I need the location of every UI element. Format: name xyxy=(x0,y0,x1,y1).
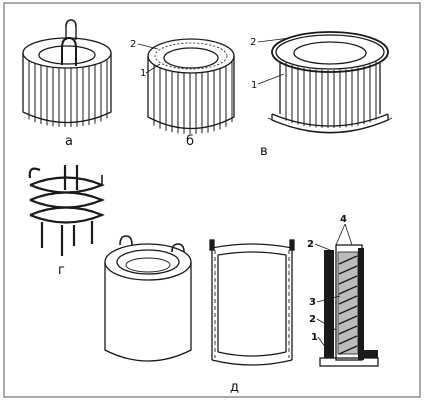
insulation-hatch xyxy=(338,335,358,345)
panel-b-winding xyxy=(147,38,235,134)
panel-v-callout-2: 2 xyxy=(250,37,256,48)
insulation-hatch xyxy=(338,315,358,325)
insulation-hatch xyxy=(338,325,358,335)
panel-d-callout-3: 3 xyxy=(309,297,316,308)
panel-b-label: б xyxy=(186,134,194,149)
panel-d-callout-2-bottom: 2 xyxy=(309,314,316,325)
panel-d-callouts: 4 2 3 2 1 xyxy=(307,214,353,349)
panel-g-label: г xyxy=(58,263,65,278)
panel-d-label: д xyxy=(230,380,239,395)
panel-v-label: в xyxy=(260,144,268,159)
panel-g-helical-coil xyxy=(28,165,105,256)
panel-d-cross-section xyxy=(319,244,379,367)
insulation-hatch xyxy=(338,285,358,295)
insulation-hatch xyxy=(338,265,358,275)
panel-b-callout-1: 1 xyxy=(140,68,146,79)
figure-frame xyxy=(3,2,421,398)
insulation-hatch xyxy=(338,345,358,355)
insulation-hatch xyxy=(338,275,358,285)
panel-a-winding xyxy=(22,19,112,127)
panel-v-callouts: 2 1 xyxy=(250,37,291,91)
panel-d-callout-1: 1 xyxy=(311,332,318,343)
panel-b-callout-2: 2 xyxy=(130,39,136,50)
insulation-hatch xyxy=(338,295,358,305)
panel-d-section xyxy=(209,239,295,366)
insulation-hatch xyxy=(338,255,358,265)
panel-v-winding xyxy=(267,31,393,134)
panel-a-label: а xyxy=(65,134,73,149)
panel-v-callout-1: 1 xyxy=(251,80,257,91)
panel-d-cylinder xyxy=(104,235,192,362)
panel-d-callout-4: 4 xyxy=(340,214,347,225)
insulation-hatch xyxy=(338,305,358,315)
panel-d-callout-2-top: 2 xyxy=(307,239,314,250)
panel-b-callouts: 2 1 xyxy=(130,39,161,79)
